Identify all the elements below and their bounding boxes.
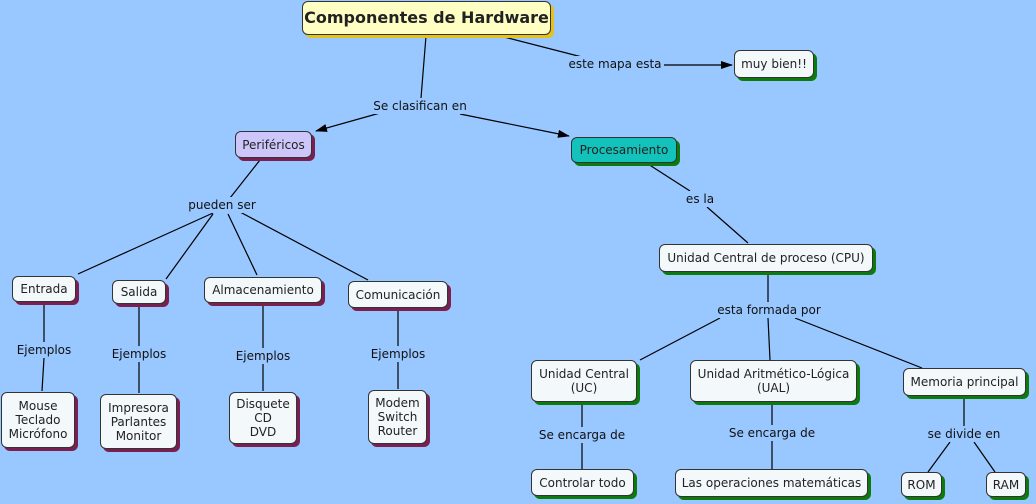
link-label-es-la: es la: [683, 191, 717, 207]
node-perifericos[interactable]: Periféricos: [235, 131, 312, 158]
link-label-esta-formada: esta formada por: [715, 302, 823, 318]
node-procesamiento[interactable]: Procesamiento: [571, 137, 677, 163]
link-label-se-encarga-ual: Se encarga de: [726, 425, 818, 441]
link-label-se-divide: se divide en: [925, 426, 1003, 442]
node-entrada-ejemplos[interactable]: Mouse Teclado Micrófono: [1, 392, 75, 448]
node-entrada[interactable]: Entrada: [12, 276, 76, 302]
node-salida-ejemplos[interactable]: Impresora Parlantes Monitor: [100, 394, 177, 449]
node-uc[interactable]: Unidad Central (UC): [531, 360, 637, 402]
title-node[interactable]: Componentes de Hardware: [302, 1, 551, 35]
node-controlar-todo[interactable]: Controlar todo: [531, 469, 634, 496]
link-label-se-encarga-uc: Se encarga de: [536, 427, 628, 443]
node-almacenamiento-ejemplos[interactable]: Disquete CD DVD: [229, 392, 297, 444]
link-label-este-mapa: este mapa esta: [566, 56, 664, 72]
node-memoria-principal[interactable]: Memoria principal: [903, 368, 1026, 396]
link-label-se-clasifican: Se clasifican en: [371, 98, 469, 114]
node-salida[interactable]: Salida: [112, 280, 166, 304]
node-rom[interactable]: ROM: [901, 472, 942, 497]
link-label-pueden-ser: pueden ser: [186, 197, 258, 213]
node-operaciones[interactable]: Las operaciones matemáticas: [675, 469, 868, 497]
link-label-ejemplos-salida: Ejemplos: [109, 346, 169, 362]
node-ual[interactable]: Unidad Aritmético-Lógica (UAL): [690, 360, 857, 402]
node-almacenamiento[interactable]: Almacenamiento: [204, 277, 322, 303]
link-label-ejemplos-comunicacion: Ejemplos: [368, 346, 428, 362]
node-comunicacion[interactable]: Comunicación: [348, 281, 448, 308]
node-ram[interactable]: RAM: [986, 472, 1026, 497]
link-label-ejemplos-entrada: Ejemplos: [14, 342, 74, 358]
node-muy-bien[interactable]: muy bien!!: [734, 50, 814, 78]
node-cpu[interactable]: Unidad Central de proceso (CPU): [659, 244, 873, 272]
link-label-ejemplos-almacenamiento: Ejemplos: [233, 348, 293, 364]
node-comunicacion-ejemplos[interactable]: Modem Switch Router: [368, 390, 427, 444]
